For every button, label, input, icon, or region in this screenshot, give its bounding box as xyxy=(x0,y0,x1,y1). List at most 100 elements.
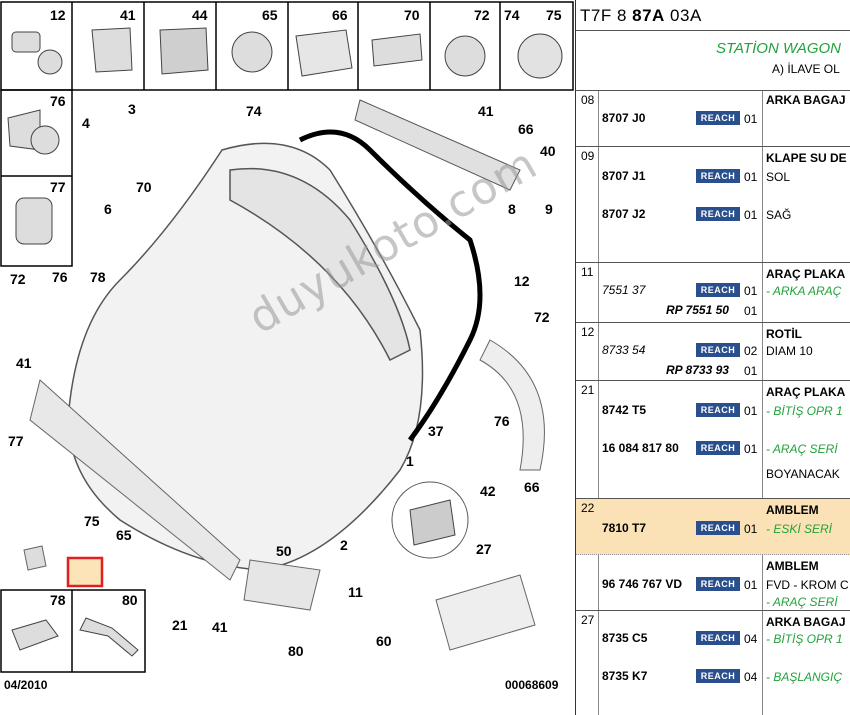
callout: 21 xyxy=(172,617,188,633)
group-number: 22 xyxy=(581,501,595,515)
reach-badge: REACH xyxy=(696,669,740,683)
part-desc: - ESKİ SERİ xyxy=(766,522,833,536)
screw-icon xyxy=(11,619,59,651)
spoiler xyxy=(354,99,521,191)
part-qty: 02 xyxy=(744,344,758,358)
part-qty: 01 xyxy=(744,284,758,298)
part-row[interactable]: 8742 T5 REACH 01 - BİTİŞ OPR 1 xyxy=(576,401,850,421)
callout: 60 xyxy=(376,633,392,649)
plug-icon xyxy=(15,197,53,245)
divider xyxy=(576,30,850,31)
ball-stud-icon xyxy=(11,31,41,53)
part-qty: 01 xyxy=(744,208,758,222)
part-row[interactable]: 8707 J1 REACH 01 SOL xyxy=(576,167,850,187)
callout: 78 xyxy=(90,269,106,285)
part-ref: 8735 K7 xyxy=(602,669,648,683)
callout: 11 xyxy=(348,584,363,600)
thumb-label: 12 xyxy=(50,7,66,23)
callout: 2 xyxy=(340,537,348,553)
part-qty: 04 xyxy=(744,670,758,684)
part-row[interactable]: 8707 J2 REACH 01 SAĞ xyxy=(576,205,850,225)
thumb-label: 41 xyxy=(120,7,136,23)
part-row[interactable]: 8733 54 REACH 02 DIAM 10 xyxy=(576,341,850,361)
callout: 74 xyxy=(246,103,262,119)
thumb-label: 65 xyxy=(262,7,278,23)
nut-icon xyxy=(444,35,486,77)
callout: 37 xyxy=(428,423,444,439)
callout: 40 xyxy=(540,143,556,159)
part-sub-qty: 01 xyxy=(744,304,758,318)
part-ref: 8742 T5 xyxy=(602,403,647,417)
clip-icon xyxy=(91,27,133,73)
part-desc: BOYANACAK xyxy=(766,467,840,481)
group-number: 08 xyxy=(581,93,595,107)
callout: 66 xyxy=(518,121,534,137)
part-desc: - ARKA ARAÇ xyxy=(766,284,842,298)
variant-sub: A) İLAVE OL xyxy=(772,62,840,76)
thumb-label: 74 xyxy=(504,7,520,23)
callout: 41 xyxy=(212,619,228,635)
part-qty: 01 xyxy=(744,442,758,456)
thumb-label: 80 xyxy=(122,592,138,608)
fuse-box xyxy=(435,574,536,651)
group-row: 12 ROTİL 8733 54 REACH 02 DIAM 10 RP 873… xyxy=(576,322,850,381)
callout: 75 xyxy=(84,513,100,529)
callout: 77 xyxy=(8,433,24,449)
callout: 1 xyxy=(406,453,414,469)
callout: 50 xyxy=(276,543,292,559)
callout: 42 xyxy=(480,483,496,499)
callout: 41 xyxy=(478,103,494,119)
thumbnail-labels: 12 41 44 65 66 70 72 74 75 76 77 78 80 xyxy=(50,7,562,608)
part-row[interactable]: 8735 C5 REACH 04 - BİTİŞ OPR 1 xyxy=(576,629,850,649)
parts-table: 08 ARKA BAGAJ 8707 J0 REACH 01 09 KLAPE … xyxy=(576,90,850,715)
callout: 76 xyxy=(494,413,510,429)
thumbnail-grid xyxy=(0,1,574,673)
part-row[interactable]: 7810 T7 REACH 01 - ESKİ SERİ xyxy=(576,519,850,539)
part-head: AMBLEM xyxy=(766,559,819,573)
part-desc: SOL xyxy=(766,170,791,184)
thumb-label: 66 xyxy=(332,7,348,23)
callout: 70 xyxy=(136,179,152,195)
part-desc: DIAM 10 xyxy=(766,344,813,358)
tailgate-outline xyxy=(67,142,424,571)
part-row[interactable]: 7551 37 REACH 01 - ARKA ARAÇ xyxy=(576,281,850,301)
screw-icon xyxy=(371,33,423,67)
callout: 3 xyxy=(128,101,136,117)
col-divider xyxy=(762,90,763,715)
group-row: 11 ARAÇ PLAKA 7551 37 REACH 01 - ARKA AR… xyxy=(576,262,850,323)
part-row[interactable]: 96 746 767 VD REACH 01 FVD - KROM C xyxy=(576,575,850,595)
part-row[interactable]: 8735 K7 REACH 04 - BAŞLANGIÇ xyxy=(576,667,850,687)
part-head: ARAÇ PLAKA xyxy=(766,385,846,399)
reach-badge: REACH xyxy=(696,283,740,297)
part-qty: 01 xyxy=(744,404,758,418)
reach-badge: REACH xyxy=(696,169,740,183)
callout: 80 xyxy=(288,643,304,659)
part-head: ROTİL xyxy=(766,327,802,341)
part-row[interactable]: 8707 J0 REACH 01 xyxy=(576,109,850,129)
part-sub-qty: 01 xyxy=(744,364,758,378)
panel-title: T7F 8 87A 03A xyxy=(580,6,702,26)
reach-badge: REACH xyxy=(696,577,740,591)
part-desc: - ARAÇ SERİ xyxy=(766,595,838,609)
part-qty: 01 xyxy=(744,522,758,536)
reach-badge: REACH xyxy=(696,521,740,535)
group-row: 21 ARAÇ PLAKA 8742 T5 REACH 01 - BİTİŞ O… xyxy=(576,380,850,499)
callout: 4 xyxy=(82,115,90,131)
callout: 66 xyxy=(524,479,540,495)
group-row: AMBLEM 96 746 767 VD REACH 01 FVD - KROM… xyxy=(576,554,850,611)
group-number: 12 xyxy=(581,325,595,339)
thumb-label: 76 xyxy=(50,93,66,109)
reach-badge: REACH xyxy=(696,207,740,221)
thumbnail-parts xyxy=(7,27,563,657)
part-ref: 8707 J1 xyxy=(602,169,646,183)
reach-badge: REACH xyxy=(696,441,740,455)
part-desc: FVD - KROM C xyxy=(766,578,849,592)
callout: 27 xyxy=(476,541,492,557)
part-row[interactable]: 16 084 817 80 REACH 01 - ARAÇ SERİ xyxy=(576,439,850,459)
part-ref: 7551 37 xyxy=(602,283,646,297)
part-head: AMBLEM xyxy=(766,503,819,517)
group-number: 21 xyxy=(581,383,595,397)
group-row: 27 ARKA BAGAJ 8735 C5 REACH 04 - BİTİŞ O… xyxy=(576,610,850,715)
bumper-trim xyxy=(29,379,241,581)
callout: 9 xyxy=(545,201,553,217)
